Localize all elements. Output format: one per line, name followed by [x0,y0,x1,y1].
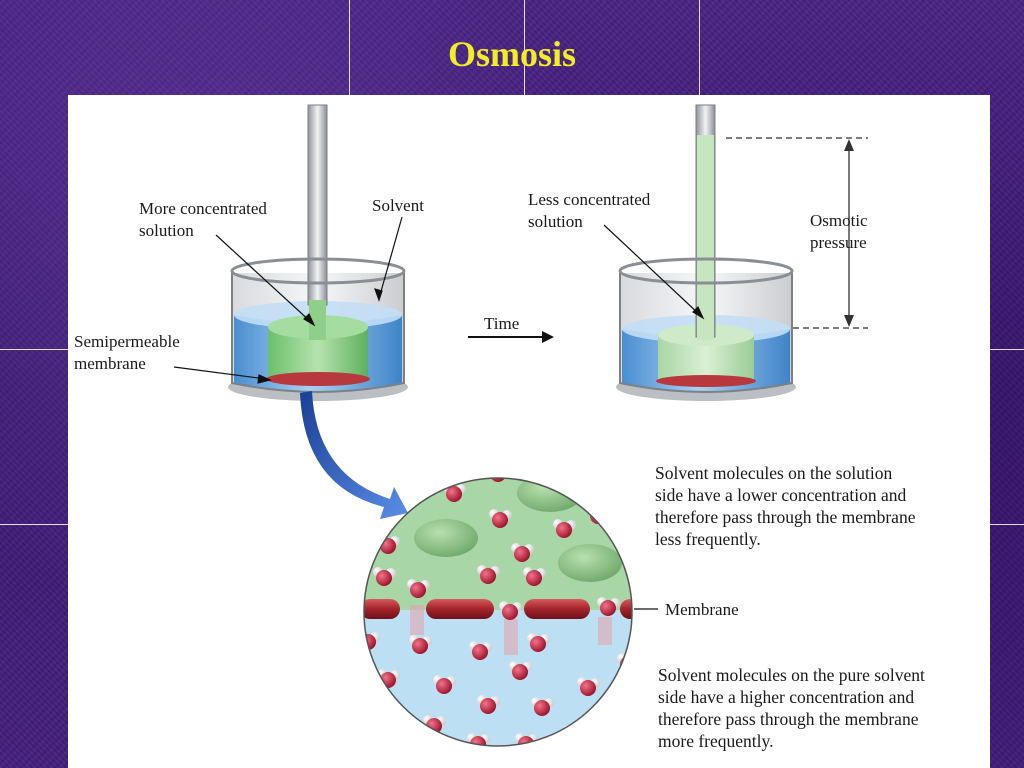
time-label: Time [484,314,520,333]
osmotic-pressure-marker [726,137,868,329]
grid-line [524,0,525,95]
solution-side-description: Solvent molecules on the solution side h… [655,463,916,549]
membrane-label: Membrane [665,600,739,619]
grid-line [0,349,68,350]
leader-lines [173,216,705,384]
grid-line [990,349,1024,350]
left-beaker [228,104,408,401]
grid-line [990,524,1024,525]
diagram-panel: More concentrated solution Solvent Semip… [68,95,990,768]
right-beaker [616,104,796,401]
solvent-label: Solvent [372,196,424,215]
grid-line [0,524,68,525]
time-arrow [468,331,554,343]
less-concentrated-label: Less concentrated solution [528,190,651,231]
osmotic-pressure-label: Osmotic pressure [810,211,868,252]
osmosis-diagram [173,104,868,747]
magnify-arrow [300,391,408,519]
solvent-side-description: Solvent molecules on the pure solvent si… [658,665,925,751]
grid-line [699,0,700,95]
more-concentrated-label: More concentrated solution [139,199,267,240]
slide-title: Osmosis [447,34,577,74]
grid-line [349,0,350,95]
semipermeable-label: Semipermeable membrane [74,332,180,373]
